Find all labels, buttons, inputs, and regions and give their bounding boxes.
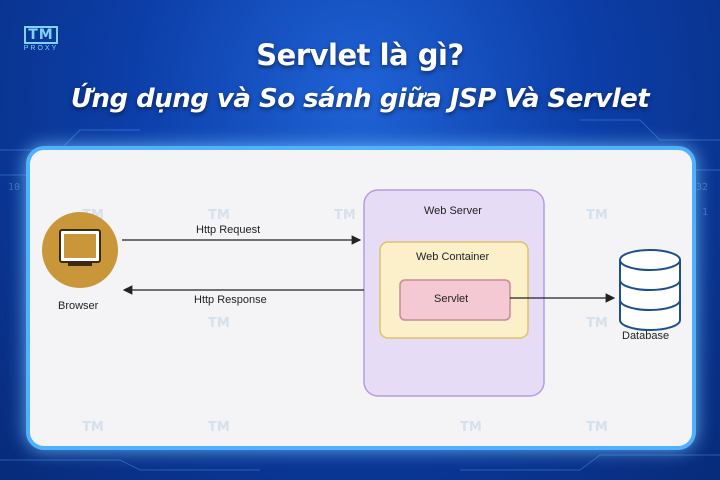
- watermark-logo: TM: [334, 208, 356, 223]
- web-server-label: Web Server: [424, 205, 482, 217]
- web-container-label: Web Container: [416, 251, 490, 263]
- watermark-logo: TM: [586, 316, 608, 331]
- watermark-logo: TM: [460, 420, 482, 435]
- watermark-logo: TM: [586, 208, 608, 223]
- browser-label: Browser: [58, 300, 99, 312]
- watermark-logo: TM: [208, 208, 230, 223]
- http-response-label: Http Response: [194, 294, 267, 306]
- watermark-logo: TM: [586, 420, 608, 435]
- watermark-logo: TM: [208, 316, 230, 331]
- browser-node: [42, 212, 118, 288]
- svg-text:832: 832: [690, 182, 708, 193]
- servlet-architecture-diagram: [42, 189, 681, 397]
- http-request-label: Http Request: [196, 224, 261, 236]
- monitor-icon: [59, 229, 101, 266]
- page-title: Servlet là gì?: [256, 38, 464, 72]
- watermark-logo: TM: [208, 420, 230, 435]
- servlet-box: [399, 279, 511, 321]
- database-label: Database: [622, 330, 670, 342]
- logo-subtext: PROXY: [23, 45, 59, 52]
- svg-text:10: 10: [8, 182, 20, 193]
- logo-mark: TM: [24, 26, 58, 44]
- database-icon: [619, 249, 681, 331]
- diagram-card: TM TM TM TM TM TM TM TM TM TM: [26, 146, 696, 450]
- page-subtitle: Ứng dụng và So sánh giữa JSP Và Servlet: [70, 84, 650, 114]
- servlet-label: Servlet: [434, 293, 469, 305]
- watermark-logo: TM: [82, 420, 104, 435]
- svg-text:3 1: 3 1: [690, 207, 708, 218]
- tm-proxy-logo: TM PROXY: [16, 26, 66, 52]
